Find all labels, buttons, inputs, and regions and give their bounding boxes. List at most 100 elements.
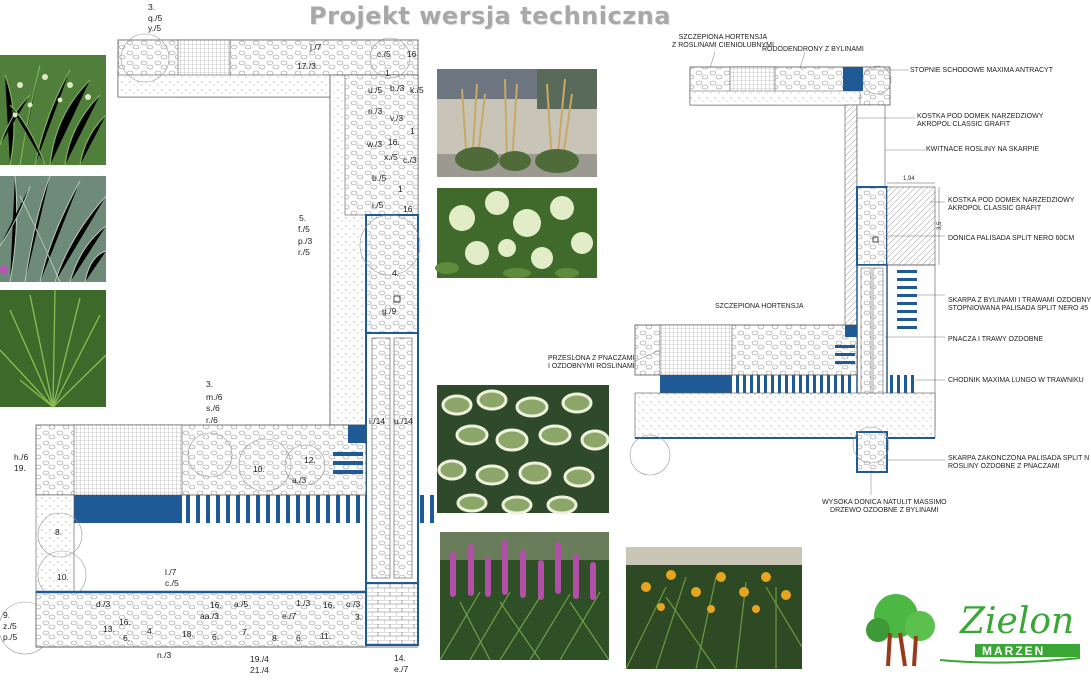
plan-label: p./3 [298, 236, 312, 246]
plan-label: 17./3 [297, 61, 316, 71]
plan-label: 3. [148, 2, 155, 12]
plan-label: l./7 [165, 567, 177, 577]
plan-label: r./5 [298, 247, 310, 257]
plan-label: 19. [14, 463, 26, 473]
plan-label: 11. [320, 631, 331, 641]
plan-label: j./7 [309, 42, 322, 52]
plan-label: n./3 [368, 106, 382, 116]
plan-label: 16. [210, 600, 222, 610]
plan-label: 16. [388, 137, 400, 147]
plan-label: y./5 [148, 23, 161, 33]
plan-label: n./3 [157, 650, 171, 660]
annotation-hydrangea-shade: SZCZEPIONA HORTENSJA Z ROSLINAMI CIENIOL… [672, 34, 774, 49]
annotation-slope-perennials: SKARPA Z BYLINAMI I TRAWAMI OZDOBNY STOP… [948, 297, 1091, 312]
plan-label: 16. [323, 600, 335, 610]
photo-euonymus [437, 385, 610, 515]
company-logo: Zielon MARZEN [860, 588, 1081, 675]
plan-label: 3. [206, 379, 213, 389]
plan-label: 8. [272, 633, 279, 643]
plan-label: 1 [398, 184, 403, 194]
plan-label: 16 [403, 204, 413, 214]
annotation-grafted-hydrangea: SZCZEPIONA HORTENSJA [715, 303, 804, 310]
plan-label: 6. [123, 633, 130, 643]
plan-label: a./5 [234, 599, 248, 609]
plan-label: 6. [296, 633, 303, 643]
plan-label: i./5 [372, 200, 384, 210]
plan-label: 14. [394, 653, 406, 663]
plan-label: 1./3 [296, 598, 310, 608]
plan-label: f./5 [298, 224, 310, 234]
plan-label: 21./4 [250, 665, 269, 675]
plan-label: 8. [55, 527, 62, 537]
annotation-shed-paving-1: KOSTKA POD DOMEK NARZEDZIOWY AKROPOL CLA… [917, 113, 1044, 128]
plan-label: b./3 [390, 83, 404, 93]
photo-feather-reed-grass [437, 69, 597, 177]
logo-text-bottom: MARZEN [982, 644, 1045, 658]
right-site-plan: 1,94 3,5 [629, 51, 945, 495]
plan-label: 19./4 [250, 654, 269, 664]
annotation-walkway: CHODNIK MAXIMA LUNGO W TRAWNIKU [948, 377, 1084, 384]
plan-label: 3. [355, 612, 362, 622]
annotation-stair-steps: STOPNIE SCHODOWE MAXIMA ANTRACYT [910, 67, 1054, 74]
plan-label: c./5 [165, 578, 179, 588]
dimension-width: 1,94 [903, 176, 915, 182]
annotation-slope-end: SKARPA ZAKONCZONA PALISADA SPLIT N ROSLI… [948, 455, 1090, 470]
plan-label: c./5 [377, 49, 391, 59]
annotation-planter: DONICA PALISADA SPLIT NERO 60CM [948, 235, 1075, 242]
left-site-plan: 3. q./5 y./5 j./7 17./3 c./5 16 1 u./5 b… [0, 2, 434, 675]
plan-label: u./5 [368, 85, 382, 95]
plan-label: 7. [242, 627, 249, 637]
plan-label: 1 [410, 126, 415, 136]
photo-blue-grass [0, 175, 107, 283]
plan-label: r./6 [206, 415, 218, 425]
annotation-climbers: PNACZA I TRAWY OZDOBNE [948, 336, 1044, 343]
plan-label: p./5 [3, 632, 17, 642]
annotation-slope-flowers: KWITNACE ROSLINY NA SKARPIE [926, 146, 1040, 153]
plan-label: 10. [57, 572, 69, 582]
plan-label: w./3 [366, 139, 382, 149]
plan-label: x./5 [384, 152, 398, 162]
plan-label: aa./3 [200, 611, 219, 621]
plan-label: o./3 [346, 599, 360, 609]
annotation-screen: PRZESLONA Z PNACZAMI I OZDOBNYMI ROSLINA… [548, 355, 635, 370]
plan-label: 13. [103, 624, 115, 634]
annotation-tall-planter: WYSOKA DONICA NATULIT MASSIMO DRZEWO OZD… [822, 499, 947, 514]
plan-label: 6. [212, 632, 219, 642]
photo-hydrangea [435, 188, 597, 278]
plan-label: c./3 [403, 155, 417, 165]
plan-label: 4. [147, 626, 154, 636]
plan-label: 10. [253, 464, 265, 474]
plan-label: 5. [299, 213, 306, 223]
plan-label: b./5 [372, 173, 386, 183]
photo-daylily [625, 547, 803, 670]
plan-label: s./6 [206, 403, 220, 413]
annotation-rhododendrons: RODODENDRONY Z BYLINAMI [762, 46, 864, 53]
plan-label: e./7 [282, 611, 296, 621]
photo-liatris [439, 532, 610, 661]
plan-label: a./3 [292, 475, 306, 485]
tree-icon [866, 594, 935, 667]
plan-label: 18. [182, 629, 194, 639]
page-title: Projekt wersja techniczna [309, 2, 671, 30]
plan-label: 9. [3, 610, 10, 620]
plan-label: v./3 [390, 113, 403, 123]
photo-pine-grass [0, 289, 107, 408]
plan-label: k./5 [410, 85, 424, 95]
logo-text-top: Zielon [959, 601, 1074, 642]
plan-label: g./9 [382, 306, 396, 316]
plan-label: d./3 [96, 599, 110, 609]
plan-label: m./6 [206, 392, 223, 402]
plan-label: i./14 [369, 416, 385, 426]
plan-label: e./7 [394, 664, 408, 674]
plan-label: 16 [407, 49, 417, 59]
plan-label: z./5 [3, 621, 17, 631]
dimension-height: 3,5 [937, 221, 943, 230]
plan-label: 16. [119, 617, 131, 627]
photo-ornamental-grass [0, 55, 107, 166]
plan-label: 12. [304, 455, 316, 465]
annotation-shed-paving-2: KOSTKA POD DOMEK NARZEDZIOWY AKROPOL CLA… [948, 197, 1075, 212]
plan-label: q./5 [148, 13, 162, 23]
plan-label: u./14 [394, 416, 413, 426]
plan-label: 4. [392, 268, 399, 278]
plan-label: 1 [385, 68, 390, 78]
